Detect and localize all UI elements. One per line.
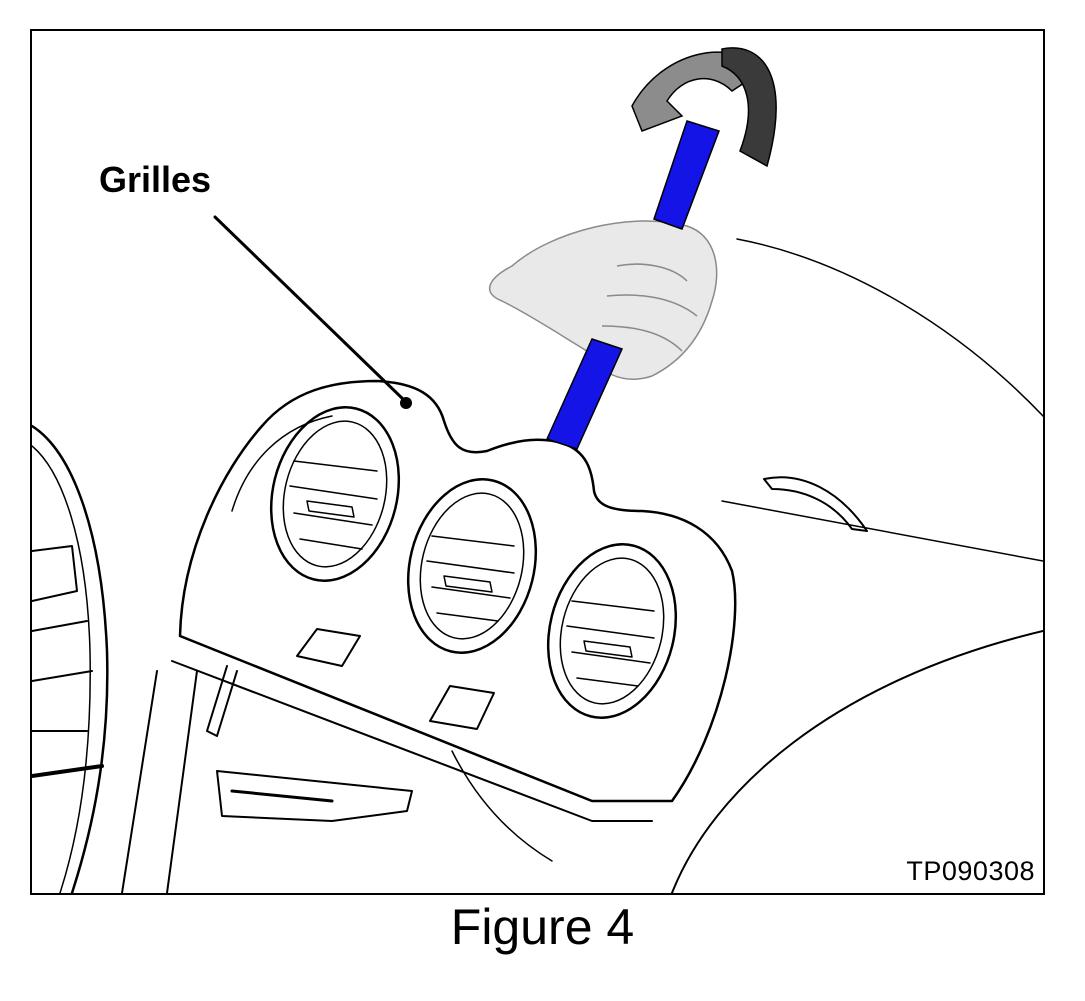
hand-icon (488, 220, 718, 380)
trim-tool-icon (545, 120, 720, 450)
curved-rotate-arrow-icon (631, 47, 777, 168)
figure-frame: Grilles TP090308 (30, 29, 1045, 895)
dashboard-illustration (32, 47, 1043, 893)
callout-label-grilles: Grilles (99, 159, 212, 200)
figure-caption: Figure 4 (450, 899, 635, 955)
callout-dot (400, 397, 412, 409)
figure-code: TP090308 (906, 856, 1035, 886)
